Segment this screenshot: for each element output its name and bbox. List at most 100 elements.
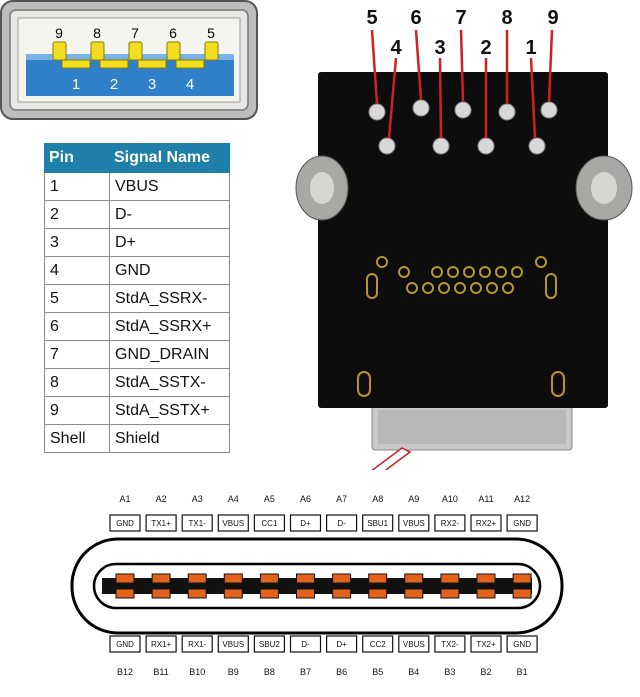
usb-c-signal-box-bottom — [506, 635, 538, 653]
pcb-label-8: 8 — [501, 7, 512, 29]
pcb-label-5: 5 — [366, 7, 377, 29]
usb-c-signal-box-top — [145, 514, 177, 532]
usb-c-signal-top: TX1- — [189, 519, 207, 528]
solder-pad-1 — [528, 137, 546, 155]
usb-c-pin-id-bottom: B6 — [336, 667, 347, 677]
usb-c-contact-top — [512, 573, 532, 584]
solder-pad-9 — [540, 101, 558, 119]
usb-c-contact-bottom — [440, 588, 460, 599]
usb-c-pin-id-top: A11 — [478, 494, 493, 504]
usb-c-contact-bottom — [223, 588, 243, 599]
pin-cell: 3 — [44, 228, 110, 257]
usb-a-pin-6 — [166, 41, 181, 61]
usb-c-signal-box-bottom — [289, 635, 322, 653]
usb-c-signal-box-top — [470, 514, 502, 532]
pcb-body — [318, 72, 608, 408]
usb-c-contact-bottom — [512, 588, 532, 599]
usb-c-contact-top — [115, 573, 135, 584]
pcb-label-3: 3 — [434, 37, 445, 59]
usb-a-pin-9 — [52, 41, 67, 61]
usb-c-contact-top — [476, 573, 496, 584]
usb-c-signal-bottom: D+ — [336, 640, 347, 649]
signal-cell: VBUS — [109, 172, 230, 201]
pointer-arrow — [371, 447, 412, 470]
usb-c-contact-bottom — [259, 588, 279, 599]
pin-cell: 4 — [44, 256, 110, 285]
pin-cell: 1 — [44, 172, 110, 201]
usb-c-signal-box-bottom — [326, 635, 358, 653]
solder-pad-3 — [432, 137, 450, 155]
usb-a-label-8: 8 — [93, 25, 101, 41]
usb-a-label-3: 3 — [148, 76, 156, 93]
usb-c-signal-bottom: VBUS — [222, 640, 244, 649]
usb-c-signal-bottom: D- — [301, 640, 310, 649]
usb-c-pin-id-top: A10 — [442, 494, 458, 504]
usb-c-signal-bottom: CC2 — [370, 640, 387, 649]
pcb-label-7: 7 — [455, 7, 466, 29]
usb-c-signal-top: D+ — [300, 519, 311, 528]
usb-c-signal-box-top — [109, 514, 141, 532]
usb-c-contact-bottom — [404, 588, 424, 599]
usb-a-pin-4 — [175, 59, 205, 69]
usb-c-footprint — [357, 256, 565, 397]
pcb-leader-lines — [370, 29, 554, 139]
usb-c-signal-box-bottom — [181, 635, 213, 653]
usb-c-signal-top: TX1+ — [151, 519, 171, 528]
usb-c-signal-top: CC1 — [261, 519, 278, 528]
usb-c-contact-top — [151, 573, 171, 584]
usb-c-contact-bottom — [115, 588, 135, 599]
usb-c-pin-id-bottom: B5 — [372, 667, 383, 677]
usb-c-contact-bottom — [187, 588, 207, 599]
usb-c-signal-box-top — [253, 514, 285, 532]
usb-c-pin-id-top: A8 — [372, 494, 383, 504]
usb-a-pin-8 — [90, 41, 105, 61]
usb-c-signal-top: VBUS — [403, 519, 425, 528]
usb-c-pin-id-top: A5 — [264, 494, 275, 504]
usb-c-signal-box-bottom — [109, 635, 141, 653]
usb-a-pin-3 — [137, 59, 167, 69]
plug-shell-inner — [378, 410, 566, 444]
usb-c-pin-id-bottom: B1 — [517, 667, 528, 677]
pin-cell: 5 — [44, 284, 110, 313]
usb-c-signal-box-top — [217, 514, 249, 532]
usb-c-signal-top: GND — [513, 519, 531, 528]
usb-c-signal-top: RX2- — [441, 519, 460, 528]
usb-c-signal-box-top — [506, 514, 538, 532]
usb-c-signal-bottom: SBU2 — [259, 640, 280, 649]
usb-c-pin-id-bottom: B12 — [117, 667, 133, 677]
usb-a-label-5: 5 — [207, 25, 215, 41]
pin-cell: Shell — [44, 424, 110, 453]
usb-c-contact-bottom — [476, 588, 496, 599]
pin-cell: 2 — [44, 200, 110, 229]
usb-a-pin-1 — [61, 59, 91, 69]
signal-cell: Shield — [109, 424, 230, 453]
usb-c-signal-box-top — [181, 514, 213, 532]
usb-c-pin-id-top: A4 — [228, 494, 239, 504]
usb-c-pin-id-top: A6 — [300, 494, 311, 504]
mounting-tab-right-hole — [591, 172, 617, 204]
usb-c-signal-box-bottom — [470, 635, 502, 653]
tongue-core — [102, 578, 532, 594]
usb-c-pin-id-top: A3 — [192, 494, 203, 504]
usb-a-label-2: 2 — [110, 76, 118, 93]
usb-c-signal-box-top — [362, 514, 394, 532]
solder-pad-5 — [368, 103, 386, 121]
usb-c-signal-box-bottom — [253, 635, 285, 653]
usb-c-pin-id-top: A7 — [336, 494, 347, 504]
solder-pad-4 — [378, 137, 396, 155]
usb-a-label-9: 9 — [55, 25, 63, 41]
solder-pad-8 — [498, 103, 516, 121]
usb-c-pin-id-bottom: B2 — [480, 667, 491, 677]
usb-c-contact-bottom — [332, 588, 352, 599]
usb-c-pin-id-bottom: B3 — [444, 667, 455, 677]
usb-c-signal-box-top — [326, 514, 358, 532]
pcb-board-view: 5 6 7 8 9 4 3 2 1 — [295, 7, 633, 470]
table-header-row: Pin Signal Name — [44, 143, 230, 173]
pcb-label-4: 4 — [390, 37, 402, 59]
usb-a-connector-face: 9 8 7 6 5 1 2 3 4 — [0, 0, 258, 120]
